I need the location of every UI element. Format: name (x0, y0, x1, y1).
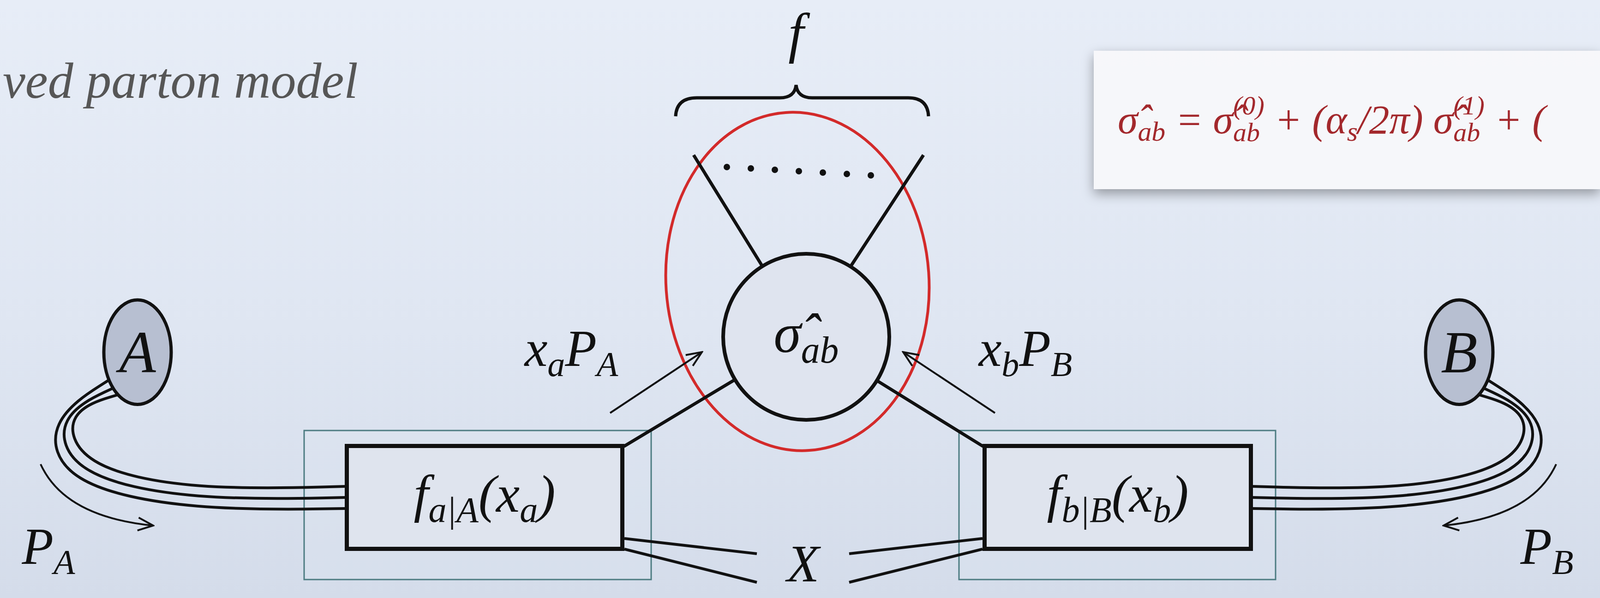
remnant-line (849, 538, 983, 554)
subscript: B (1552, 542, 1574, 582)
text-run: /2π) σ̂ (1357, 97, 1454, 143)
formula-panel: σ̂ab = σ̂(0)ab + (αs/2π) σ̂(1)ab + ( (1093, 50, 1600, 190)
connector (878, 381, 983, 447)
remnant-line (849, 549, 983, 583)
highlight-ellipse (654, 103, 941, 460)
hadron-ellipse: B (1423, 298, 1495, 407)
remnant-line (624, 549, 757, 583)
remnant-label: X (786, 534, 820, 594)
subscript: ab (1233, 119, 1265, 146)
brace (675, 84, 929, 117)
connector-line (878, 381, 983, 447)
subscript: ab (1453, 119, 1485, 146)
hadron-strand (1251, 394, 1524, 488)
text-run: σ̂ (773, 302, 802, 365)
text-run: f (413, 464, 429, 524)
dot (723, 163, 731, 171)
node-text: B (1440, 319, 1478, 386)
text-run: = σ̂ (1165, 97, 1234, 143)
momentum-label: xbPB (978, 320, 1073, 384)
node-outline-shape (103, 299, 172, 405)
node-outline-shape (1425, 299, 1493, 405)
dot (795, 167, 803, 175)
subscript: ab (801, 329, 839, 372)
momentum-label: xaPA (524, 320, 619, 384)
node-text: fb|B(xb) (1046, 465, 1189, 530)
text-run: (x (478, 464, 520, 524)
hard-process-circle: σ̂ab (721, 251, 892, 422)
function-label: f (788, 2, 804, 64)
subscript: a (519, 489, 538, 530)
hadron-strand (64, 387, 347, 499)
connector-line (624, 380, 734, 447)
connector (624, 380, 734, 447)
subscript: a|A (428, 489, 479, 530)
subscript: A (596, 344, 619, 384)
node-outline-shape (723, 253, 890, 420)
subscript: a (547, 344, 565, 384)
node-text: σ̂ab (773, 303, 839, 372)
final-state-line (846, 155, 924, 273)
dot (771, 166, 779, 174)
subscript: b (1001, 344, 1019, 384)
dot (867, 172, 875, 179)
text-run: x (524, 319, 548, 378)
subscript: s (1347, 116, 1358, 148)
text-run: + (α (1264, 97, 1348, 143)
remnant-line (624, 538, 757, 554)
text-run: σ̂ (1117, 97, 1138, 143)
pdf-frame (304, 430, 652, 580)
text-run: P (1018, 319, 1051, 378)
dot (819, 169, 827, 176)
text-run: ) (537, 464, 556, 524)
slide-title: ved parton model (2, 53, 359, 109)
text-run: P (564, 319, 597, 378)
momentum-arrow (610, 352, 702, 414)
superscript: (1) (1453, 92, 1485, 120)
momentum-label: PA (22, 518, 76, 582)
hadron-strand (72, 394, 347, 488)
dot (747, 165, 755, 172)
ellipsis-dots (723, 163, 875, 179)
text-run: ved parton model (2, 52, 359, 109)
text-run: x (978, 319, 1002, 378)
final-state-line (693, 155, 767, 273)
hadron-strand (1251, 379, 1542, 510)
text-run: P (22, 517, 54, 576)
superscript: (0) (1233, 92, 1265, 120)
hadron-strand (55, 379, 347, 510)
node-text: fa|A(xa) (413, 465, 556, 530)
stacked-index: (0)ab (1233, 92, 1265, 146)
hadron-ellipse: A (101, 298, 174, 407)
subscript: ab (1137, 116, 1166, 148)
connector (1251, 379, 1542, 510)
stacked-index: (1)ab (1453, 92, 1485, 146)
text-run: f (788, 2, 804, 64)
dot (843, 170, 851, 178)
text-run: ) (1170, 464, 1189, 524)
text-run: + ( (1484, 97, 1547, 143)
subscript: b|B (1061, 489, 1112, 530)
text-run: B (1440, 318, 1478, 386)
text-run: X (786, 534, 820, 594)
pdf-box: fa|A(xa) (344, 443, 625, 552)
text-run: f (1046, 464, 1062, 524)
pdf-frame (958, 430, 1276, 580)
momentum-label: PB (1520, 518, 1574, 582)
connector (55, 379, 347, 510)
text-run: (x (1111, 464, 1153, 524)
node-text: σ̂ab = σ̂(0)ab + (αs/2π) σ̂(1)ab + ( (1117, 92, 1547, 148)
subscript: b (1152, 489, 1171, 530)
text-run: P (1520, 517, 1553, 576)
hadron-strand (1251, 387, 1533, 499)
subscript: A (53, 542, 76, 582)
text-run: A (119, 318, 156, 386)
node-text: A (119, 319, 156, 386)
subscript: B (1050, 344, 1073, 384)
pdf-box: fb|B(xb) (982, 443, 1253, 552)
